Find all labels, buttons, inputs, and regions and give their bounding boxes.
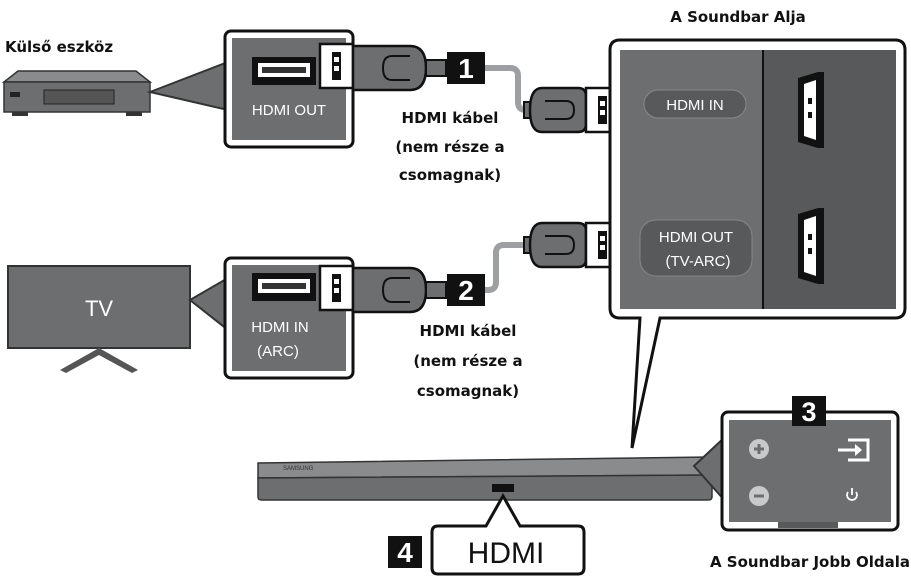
cable1-line2: (nem része a <box>395 138 504 156</box>
step-1-number: 1 <box>458 53 474 84</box>
soundbar-bottom-label: A Soundbar Alja <box>670 8 806 26</box>
hdmi-cable-2: 2 <box>318 221 620 314</box>
cable2-line3: csomagnak) <box>417 382 519 400</box>
brand-logo: SAMSUNG <box>283 466 314 472</box>
cable2-line2: (nem része a <box>413 352 522 370</box>
power-icon <box>846 488 858 501</box>
sb-hdmi-out-label-2: (TV-ARC) <box>666 253 731 270</box>
step-4-number: 4 <box>397 537 413 568</box>
tv-icon: TV <box>7 265 191 373</box>
ext-callout <box>146 60 229 112</box>
external-device-label: Külső eszköz <box>5 38 113 56</box>
cable1-line3: csomagnak) <box>399 166 501 184</box>
source-icon <box>838 438 870 462</box>
sb-hdmi-in-socket <box>798 72 824 148</box>
sb-hdmi-in-label: HDMI IN <box>666 97 724 114</box>
soundbar-body: SAMSUNG <box>257 456 713 501</box>
step-2-badge <box>447 274 485 306</box>
step-1-badge <box>447 52 485 84</box>
hdmi-indicator <box>492 484 514 492</box>
step-4-badge <box>388 536 422 568</box>
hdmi-display-callout: HDMI <box>430 492 586 576</box>
soundbar-right-panel <box>692 410 900 532</box>
cable1-line1: HDMI kábel <box>402 109 499 127</box>
step-2-number: 2 <box>458 275 474 306</box>
soundbar-right-label: A Soundbar Jobb Oldala <box>710 553 910 571</box>
ext-port-label: HDMI OUT <box>252 102 326 119</box>
hdmi-display-text: HDMI <box>468 537 545 570</box>
hdmi-cable-1: 1 <box>318 42 620 134</box>
step-3-badge <box>792 396 826 426</box>
external-device-icon <box>1 70 153 116</box>
cable2-line1: HDMI kábel <box>420 322 517 340</box>
tv-port-label-1: HDMI IN <box>251 319 309 336</box>
tv-callout <box>188 276 229 333</box>
tv-port-label-2: (ARC) <box>257 343 299 360</box>
sb-hdmi-out-socket <box>798 208 824 284</box>
sb-hdmi-out-label-1: HDMI OUT <box>659 229 733 246</box>
step-3-number: 3 <box>801 397 816 427</box>
soundbar-bottom-panel: HDMI IN HDMI OUT (TV-ARC) <box>608 38 907 449</box>
tv-label: TV <box>85 296 113 321</box>
